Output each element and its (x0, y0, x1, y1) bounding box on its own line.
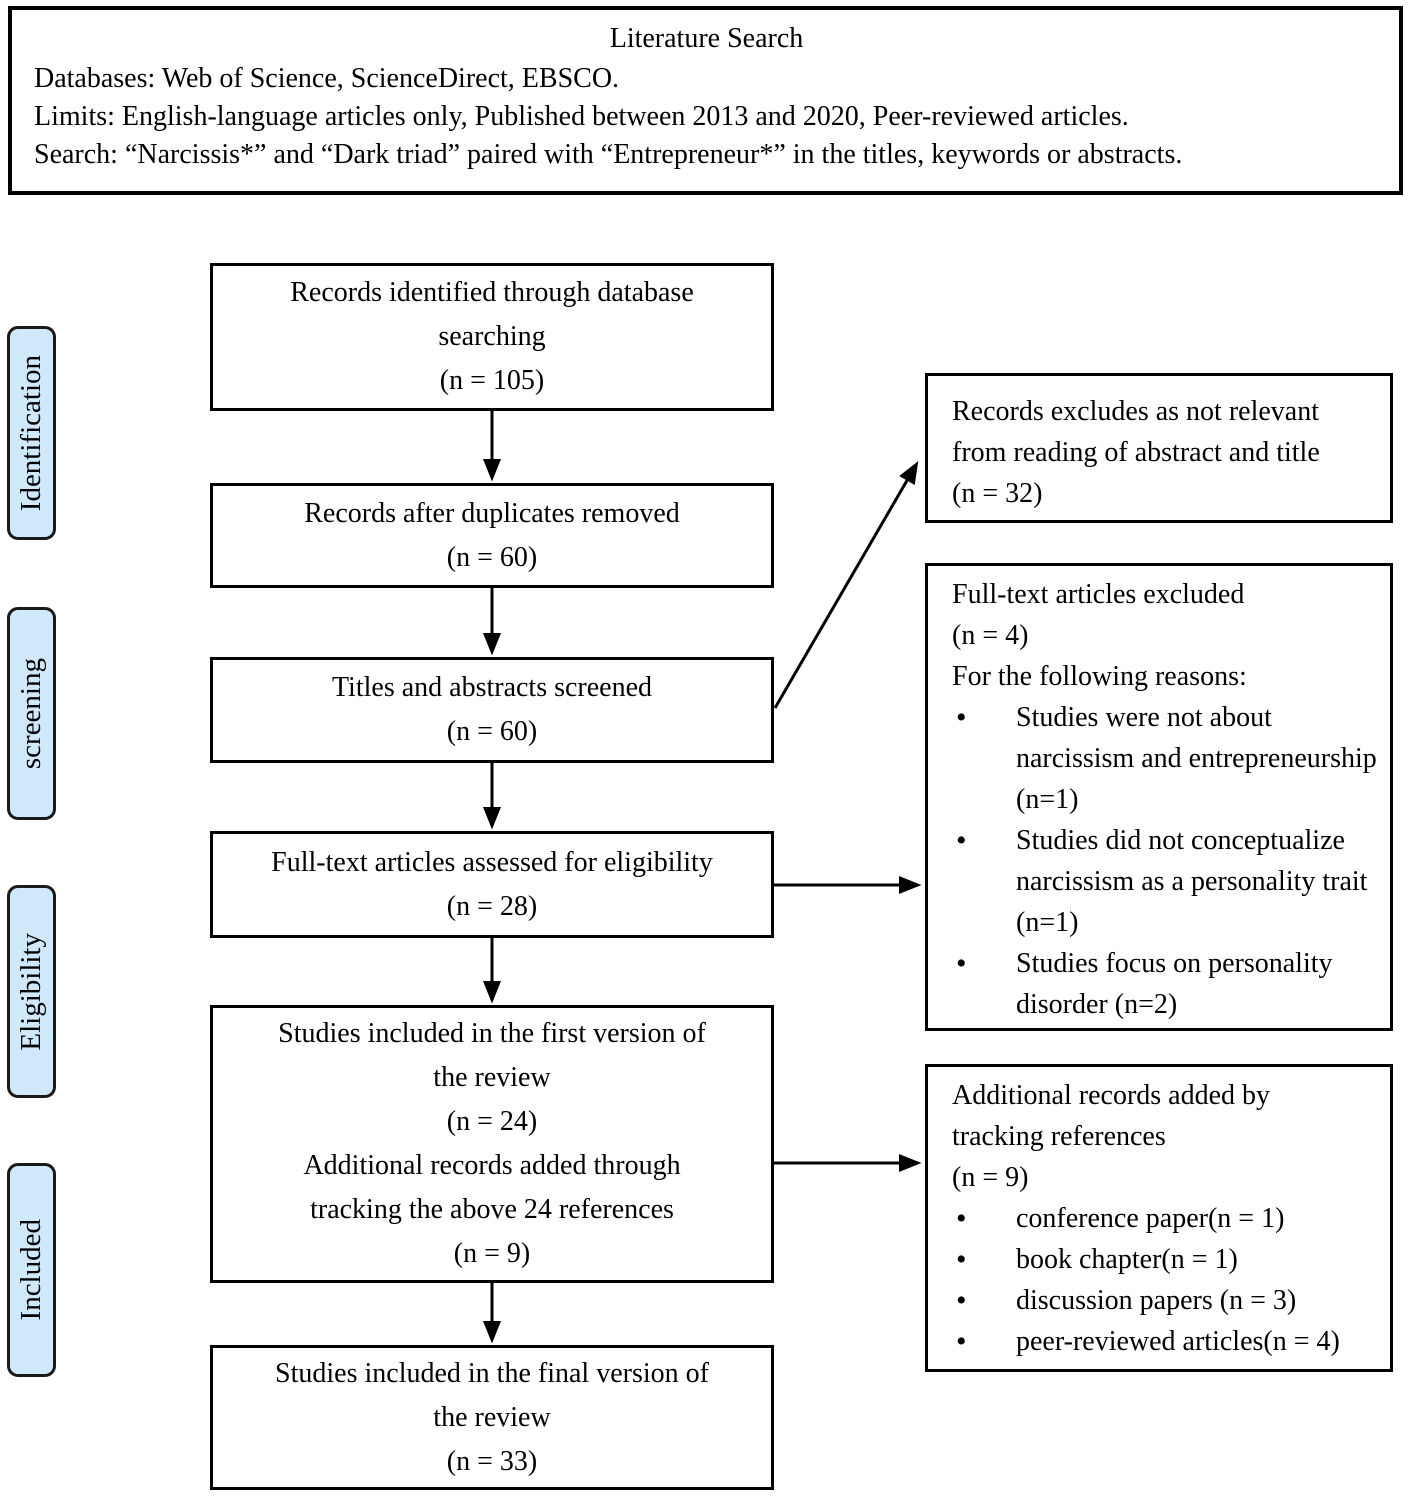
header-line-databases: Databases: Web of Science, ScienceDirect… (34, 63, 620, 94)
flow-box-first-version-included: Studies included in the first version of… (210, 1005, 774, 1283)
added-reference-item: conference paper(n = 1) (952, 1198, 1378, 1239)
flow-box-records-identified: Records identified through database sear… (210, 263, 774, 411)
flow-box-final-version-included: Studies included in the final version of… (210, 1345, 774, 1490)
added-reference-item: discussion papers (n = 3) (952, 1280, 1378, 1321)
exclusion-reason-item: Studies did not conceptualize narcissism… (952, 820, 1378, 943)
header-title: Literature Search (609, 23, 804, 54)
header-line-limits: Limits: English-language articles only, … (34, 101, 1129, 132)
added-reference-item: peer-reviewed articles(n = 4) (952, 1321, 1378, 1362)
exclusion-box-fulltext-excluded: Full-text articles excluded (n = 4) For … (925, 563, 1393, 1031)
exclusion-box-abstract-title: Records excludes as not relevant from re… (925, 373, 1393, 523)
exclusion-box-abstract-title-text: Records excludes as not relevant from re… (952, 395, 1320, 509)
arrow-screened-to-excluded-records (773, 461, 919, 709)
stage-label-screening-text: screening (15, 657, 47, 770)
literature-search-header-box: Literature Search Databases: Web of Scie… (8, 6, 1403, 195)
stage-label-included: Included (7, 1163, 56, 1377)
stage-label-identification-text: Identification (15, 354, 47, 512)
added-references-list: conference paper(n = 1) book chapter(n =… (952, 1198, 1378, 1362)
exclusion-box-added-references: Additional records added by tracking ref… (925, 1064, 1393, 1372)
exclusion-reason-item: Studies focus on personality disorder (n… (952, 943, 1378, 1025)
stage-label-identification: Identification (7, 326, 56, 540)
stage-label-eligibility-text: Eligibility (15, 932, 47, 1051)
added-reference-item: book chapter(n = 1) (952, 1239, 1378, 1280)
stage-label-included-text: Included (15, 1219, 47, 1321)
header-line-search: Search: “Narcissis*” and “Dark triad” pa… (34, 139, 1183, 170)
flow-box-fulltext-assessed: Full-text articles assessed for eligibil… (210, 831, 774, 938)
flow-box-titles-abstracts-screened: Titles and abstracts screened (n = 60) (210, 657, 774, 763)
stage-label-eligibility: Eligibility (7, 885, 56, 1098)
exclusion-reason-item: Studies were not about narcissism and en… (952, 697, 1378, 820)
exclusion-box-fulltext-excluded-text: Full-text articles excluded (n = 4) For … (952, 579, 1247, 692)
exclusion-box-added-references-text: Additional records added by tracking ref… (952, 1080, 1271, 1193)
flow-box-duplicates-removed: Records after duplicates removed (n = 60… (210, 483, 774, 588)
stage-label-screening: screening (7, 607, 56, 820)
exclusion-reasons-list: Studies were not about narcissism and en… (952, 697, 1378, 1025)
